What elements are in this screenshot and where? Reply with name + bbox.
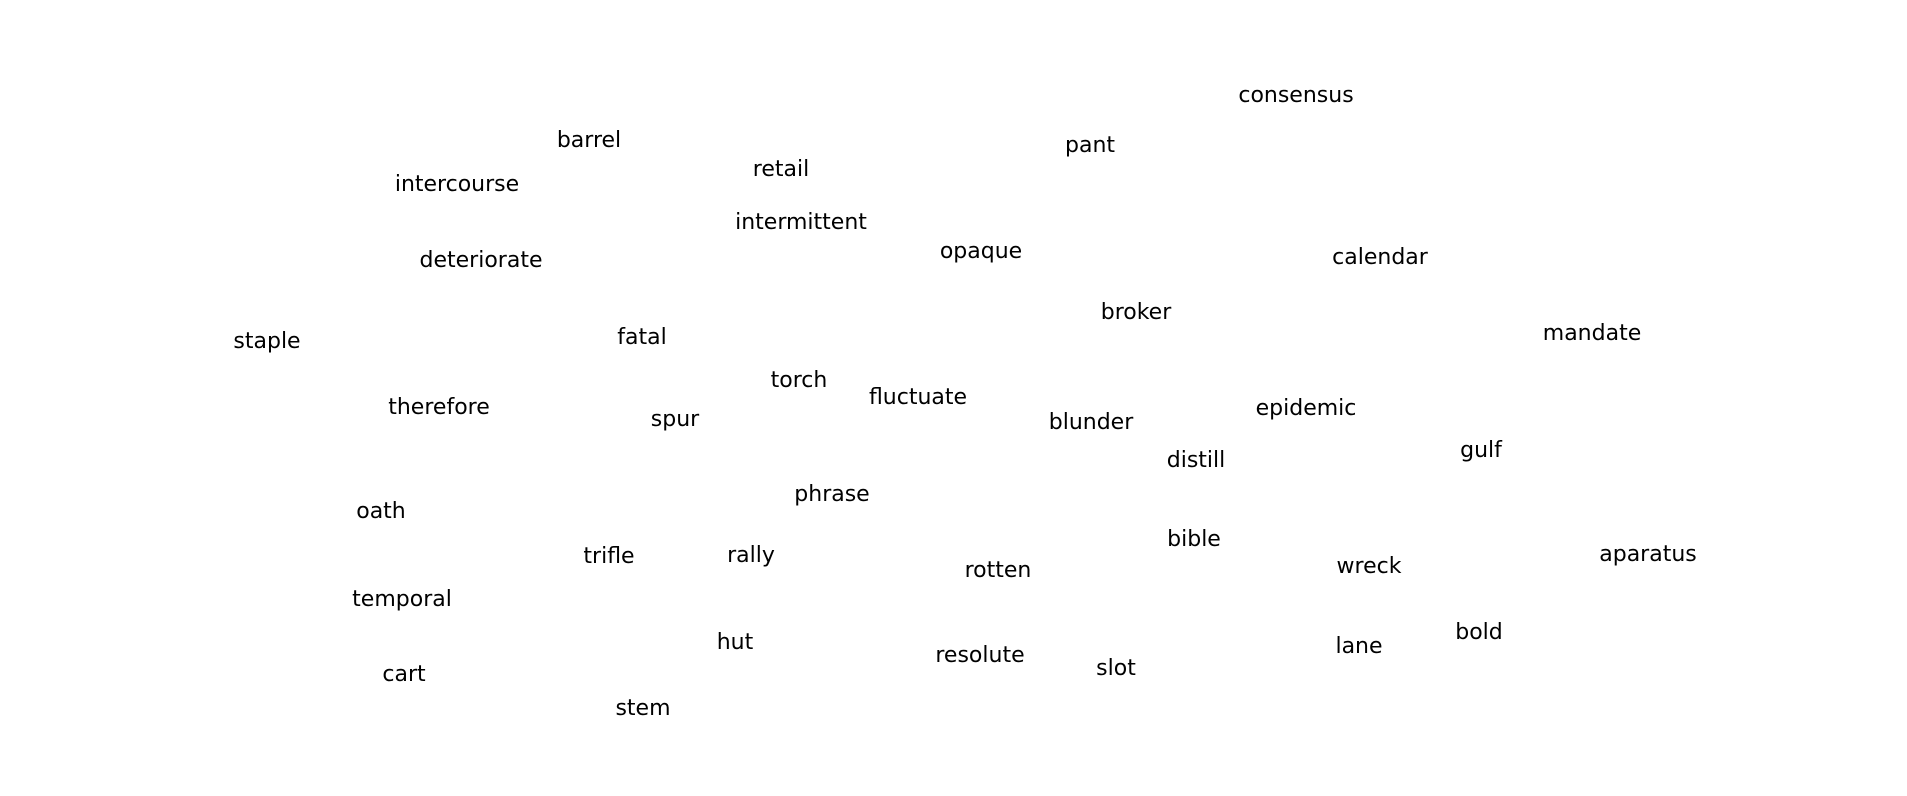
word-cart: cart bbox=[382, 662, 426, 687]
word-fluctuate: fluctuate bbox=[868, 385, 968, 410]
word-rally: rally bbox=[727, 543, 775, 568]
word-wreck: wreck bbox=[1336, 554, 1402, 579]
word-spur: spur bbox=[650, 407, 700, 432]
word-blunder: blunder bbox=[1048, 410, 1134, 435]
word-hut: hut bbox=[716, 630, 754, 655]
word-gulf: gulf bbox=[1460, 438, 1502, 463]
word-epidemic: epidemic bbox=[1255, 396, 1357, 421]
word-staple: staple bbox=[233, 329, 301, 354]
word-slot: slot bbox=[1096, 656, 1136, 681]
word-intermittent: intermittent bbox=[735, 210, 867, 235]
word-distill: distill bbox=[1166, 448, 1226, 473]
word-mandate: mandate bbox=[1542, 321, 1642, 346]
word-bible: bible bbox=[1167, 527, 1221, 552]
word-rotten: rotten bbox=[964, 558, 1032, 583]
word-phrase: phrase bbox=[794, 482, 870, 507]
word-torch: torch bbox=[770, 368, 828, 393]
word-intercourse: intercourse bbox=[394, 172, 520, 197]
word-aparatus: aparatus bbox=[1599, 542, 1697, 567]
word-pant: pant bbox=[1064, 133, 1116, 158]
word-resolute: resolute bbox=[935, 643, 1025, 668]
word-lane: lane bbox=[1335, 634, 1383, 659]
word-opaque: opaque bbox=[939, 239, 1023, 264]
word-oath: oath bbox=[356, 499, 406, 524]
word-bold: bold bbox=[1455, 620, 1503, 645]
word-temporal: temporal bbox=[352, 587, 452, 612]
word-calendar: calendar bbox=[1332, 245, 1428, 270]
word-stem: stem bbox=[615, 696, 671, 721]
word-fatal: fatal bbox=[617, 325, 667, 350]
word-retail: retail bbox=[752, 157, 810, 182]
word-deteriorate: deteriorate bbox=[419, 248, 543, 273]
word-trifle: trifle bbox=[583, 544, 635, 569]
word-barrel: barrel bbox=[556, 128, 622, 153]
word-broker: broker bbox=[1100, 300, 1172, 325]
word-consensus: consensus bbox=[1238, 83, 1354, 108]
word-therefore: therefore bbox=[388, 395, 490, 420]
